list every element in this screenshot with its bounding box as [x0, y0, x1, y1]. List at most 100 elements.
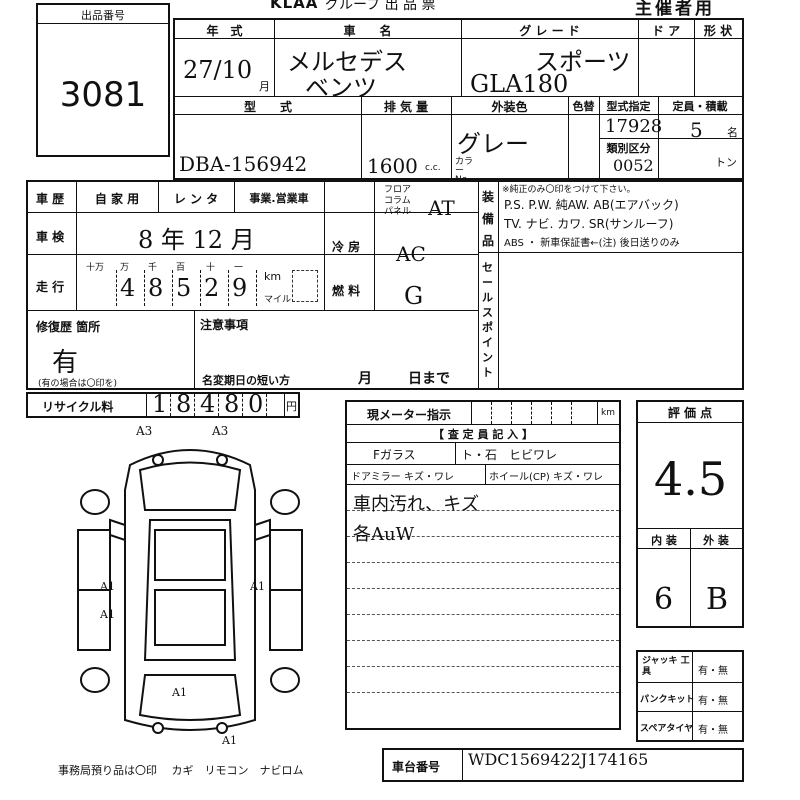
- displacement-value: 1600: [367, 154, 418, 178]
- history-option-rental: レ ン タ: [173, 192, 219, 206]
- door-header: ド ア: [651, 24, 681, 38]
- shift-panel: パネル: [384, 207, 412, 217]
- glass-label: Fガラス: [373, 448, 416, 462]
- meter-unit: km: [601, 408, 615, 418]
- recycle-label: リサイクル料: [42, 400, 114, 414]
- mileage-label: 走 行: [36, 280, 65, 294]
- exterior-color-header: 外装色: [491, 100, 528, 114]
- exterior-label: 外 装: [703, 534, 729, 547]
- year-header: 年 式: [206, 24, 243, 38]
- type-designation-value: 17928: [605, 116, 663, 137]
- grade-header: グ レ ー ド: [519, 24, 580, 38]
- year-value: 27/10: [183, 56, 253, 84]
- sales-point-label: セールスポイント: [482, 261, 493, 379]
- ac-label: 冷 房: [332, 240, 361, 254]
- km-label: km: [264, 270, 282, 283]
- recycle-digit-3: 4: [200, 390, 216, 418]
- chassis-value: WDC1569422J174165: [468, 750, 649, 769]
- equipment-line1: P.S. P.W. 純AW. AB(エアバック): [504, 198, 679, 212]
- office-items-text: 事務局預り品は〇印 カギ リモコン ナビロム: [58, 764, 304, 777]
- meter-label: 現メーター指示: [367, 408, 452, 422]
- recycle-digit-5: 0: [248, 390, 264, 418]
- inspector-comment-1: 車内汚れ、キズ: [353, 494, 480, 515]
- name-change-month: 月: [358, 371, 372, 387]
- history-option-business: 事業.営業車: [249, 192, 309, 205]
- color-change-header: 色替: [572, 100, 595, 113]
- lot-number: 3081: [59, 75, 147, 115]
- jack-option: 有・無: [698, 666, 728, 677]
- displacement-header: 排 気 量: [383, 100, 429, 114]
- recycle-digit-1: 1: [152, 390, 168, 418]
- capacity-header: 定員・積載: [672, 100, 728, 113]
- header-logo: KLAA: [270, 0, 319, 12]
- tools-box: ジャッキ 工 具 有・無 パンクキット 有・無 スペアタイヤ 有・無: [636, 650, 744, 742]
- model-header: 型 式: [243, 100, 292, 114]
- lot-box: 出品番号 3081: [36, 3, 170, 157]
- score-box: 評 価 点 4.5 内 装 外 装 6 B: [636, 400, 744, 628]
- shaken-value: 8 年 12 月: [138, 226, 255, 254]
- exterior-value: B: [706, 582, 729, 617]
- history-option-private: 自 家 用: [94, 192, 140, 206]
- equipment-label: 装備品: [482, 190, 495, 248]
- car-name-line1: メルセデス: [287, 48, 407, 76]
- inspector-block: 現メーター指示 km 【 査 定 員 記 入 】 Fガラス ト・石 ヒビワレ ド…: [345, 400, 621, 730]
- ton-unit: トン: [715, 156, 737, 169]
- score-label: 評 価 点: [667, 406, 713, 420]
- shaken-label: 車 検: [36, 230, 65, 244]
- spare-label: スペアタイヤ: [640, 724, 694, 734]
- mirror-row: ドアミラー キズ・ワレ: [351, 472, 454, 483]
- diagram-mark-rear-bumper: A1: [222, 734, 237, 747]
- mileage-digit-3: 5: [176, 274, 192, 302]
- mile-checkbox[interactable]: [292, 270, 318, 302]
- diagram-mark-left-door-2: A1: [100, 608, 115, 621]
- diagram-mark-left-door-1: A1: [100, 580, 115, 593]
- diagram-mark-trunk: A1: [172, 686, 187, 699]
- repair-value: 有: [52, 348, 79, 378]
- year-unit: 月: [259, 80, 270, 93]
- interior-label: 内 装: [651, 534, 677, 547]
- shift-value: AT: [428, 196, 455, 220]
- equipment-line2: TV. ナビ. カワ. SR(サンルーフ): [504, 217, 674, 231]
- exterior-color-value: グレー: [457, 130, 529, 158]
- mileage-digit-1: 4: [120, 274, 136, 302]
- ac-value: AC: [396, 242, 426, 266]
- fuel-label: 燃 料: [332, 284, 361, 298]
- class-header: 類別区分: [606, 142, 651, 155]
- equipment-note: ※純正のみ〇印をつけて下さい。: [502, 185, 636, 195]
- jack-label: ジャッキ 工 具: [642, 656, 690, 677]
- inspector-comment-2: 各AuW: [353, 524, 415, 545]
- chassis-box: 車台番号 WDC1569422J174165: [382, 748, 744, 782]
- repair-label: 修復歴 箇所: [36, 320, 101, 334]
- grade-line2: GLA180: [470, 70, 569, 98]
- mileage-digit-5: 9: [232, 274, 248, 302]
- lot-label: 出品番号: [81, 9, 125, 22]
- type-designation-header: 型式指定: [606, 100, 651, 113]
- mile-label: マイル: [264, 295, 292, 305]
- name-change-label: 名変期日の短い方: [202, 374, 290, 387]
- mileage-digit-2: 8: [148, 274, 164, 302]
- wheel-row: ホイール(CP) キズ・ワレ: [489, 472, 603, 483]
- mileage-digit-4: 2: [204, 274, 220, 302]
- score-value: 4.5: [654, 452, 728, 506]
- history-label: 車 歴: [36, 192, 65, 206]
- repair-note: (有の場合は〇印を): [38, 379, 118, 389]
- spare-option: 有・無: [698, 725, 728, 736]
- fuel-value: G: [404, 282, 424, 310]
- car-damage-diagram: [77, 449, 303, 734]
- diagram-mark-front-right: A3: [212, 424, 229, 438]
- car-name-line2: ベンツ: [305, 74, 377, 102]
- diagram-mark-right-door: A1: [250, 580, 265, 593]
- history-block: 車 歴 自 家 用 レ ン タ 事業.営業車 車 検 8 年 12 月 走 行 …: [26, 180, 744, 390]
- caution-label: 注意事項: [200, 318, 249, 332]
- class-value: 0052: [613, 156, 654, 175]
- recycle-digit-2: 8: [176, 390, 192, 418]
- puncture-option: 有・無: [698, 696, 728, 707]
- recycle-digit-4: 8: [224, 390, 240, 418]
- inspector-title: 【 査 定 員 記 入 】: [433, 428, 533, 441]
- header-group-text: グループ 出 品 票: [325, 0, 436, 13]
- diagram-mark-front-left: A3: [136, 424, 153, 438]
- car-name-header: 車 名: [343, 24, 392, 38]
- name-change-day: 日まで: [408, 371, 450, 387]
- organizer-label: 主催者用: [635, 0, 715, 19]
- vehicle-info-table: 年 式 車 名 グ レ ー ド ド ア 形 状 27/10 月 メルセデス ベン…: [173, 18, 744, 185]
